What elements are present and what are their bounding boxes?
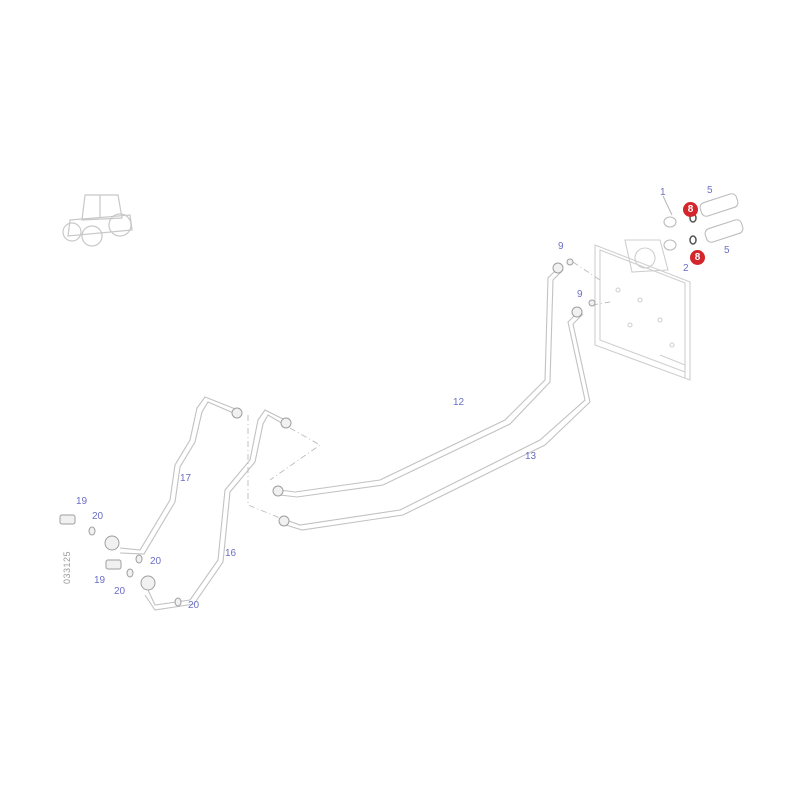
callout-19[interactable]: 19 bbox=[94, 575, 106, 586]
callout-17[interactable]: 17 bbox=[180, 473, 192, 484]
pipe-16 bbox=[144, 409, 286, 611]
pipe-12 bbox=[279, 267, 564, 498]
callout-1[interactable]: 1 bbox=[660, 187, 666, 198]
pipe-17 bbox=[119, 396, 239, 555]
connector-lines bbox=[247, 261, 611, 521]
callout-20[interactable]: 20 bbox=[114, 586, 126, 597]
callout-2[interactable]: 2 bbox=[683, 263, 689, 274]
callout-13[interactable]: 13 bbox=[525, 451, 537, 462]
callout-5[interactable]: 5 bbox=[724, 245, 730, 256]
callout-5[interactable]: 5 bbox=[707, 185, 713, 196]
highlighted-part-badge[interactable]: 8 bbox=[683, 202, 698, 217]
tractor-thumbnail-icon bbox=[62, 194, 133, 247]
highlighted-part-badge[interactable]: 8 bbox=[690, 250, 705, 265]
fittings bbox=[59, 258, 596, 607]
valve-plate bbox=[594, 239, 691, 381]
callout-20[interactable]: 20 bbox=[150, 556, 162, 567]
callout-9[interactable]: 9 bbox=[558, 241, 564, 252]
callout-20[interactable]: 20 bbox=[188, 600, 200, 611]
callout-9[interactable]: 9 bbox=[577, 289, 583, 300]
pipe-13 bbox=[285, 311, 591, 531]
callout-16[interactable]: 16 bbox=[225, 548, 237, 559]
callout-20[interactable]: 20 bbox=[92, 511, 104, 522]
quick-couplers bbox=[662, 193, 744, 251]
drawing-code: 033125 bbox=[62, 550, 72, 584]
callout-19[interactable]: 19 bbox=[76, 496, 88, 507]
callout-12[interactable]: 12 bbox=[453, 397, 465, 408]
